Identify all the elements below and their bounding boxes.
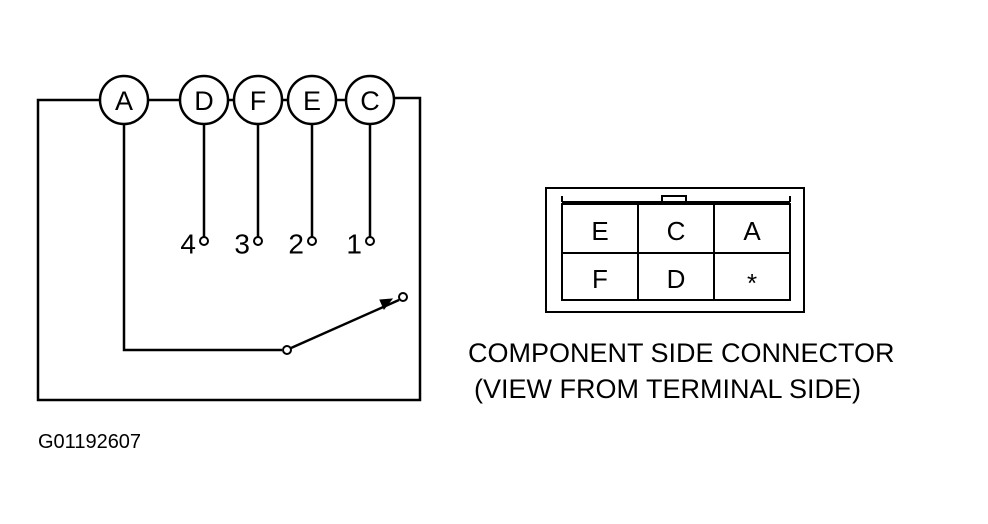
connector-cell-a: A	[743, 216, 761, 246]
connector-caption-title: COMPONENT SIDE CONNECTOR	[468, 338, 895, 368]
figure-id: G01192607	[38, 431, 141, 453]
position-1: 1	[346, 229, 375, 260]
common-lead	[122, 124, 282, 352]
connector-cell-c: C	[667, 216, 686, 246]
switch-arm	[282, 292, 408, 355]
position-4: 4	[180, 229, 209, 260]
connector-housing	[545, 187, 805, 313]
terminal-f: F	[232, 74, 284, 126]
svg-text:E: E	[303, 86, 321, 116]
terminal-d: D	[178, 74, 230, 126]
connector-cell-d: D	[667, 264, 686, 294]
switch-arrow-icon	[379, 298, 394, 310]
position-2: 2	[288, 229, 317, 260]
connector-cell-f: F	[592, 264, 608, 294]
terminal-a: A	[98, 74, 150, 126]
switch-schematic: A D F E C 4 3 2	[36, 74, 422, 402]
position-3: 3	[234, 229, 263, 260]
terminal-e: E	[286, 74, 338, 126]
terminal-c: C	[344, 74, 396, 126]
connector-cell-e: E	[591, 216, 608, 246]
svg-text:C: C	[360, 86, 380, 116]
connector-caption-subtitle: (VIEW FROM TERMINAL SIDE)	[474, 374, 861, 404]
component-connector: E C A F D *	[545, 187, 805, 313]
svg-text:A: A	[115, 86, 133, 116]
svg-text:D: D	[194, 86, 214, 116]
svg-text:1: 1	[346, 229, 362, 260]
svg-text:2: 2	[288, 229, 304, 260]
svg-text:4: 4	[180, 229, 196, 260]
svg-text:F: F	[250, 86, 267, 116]
svg-text:3: 3	[234, 229, 250, 260]
connector-cell-empty: *	[747, 268, 757, 298]
schematic-outline	[36, 96, 422, 402]
